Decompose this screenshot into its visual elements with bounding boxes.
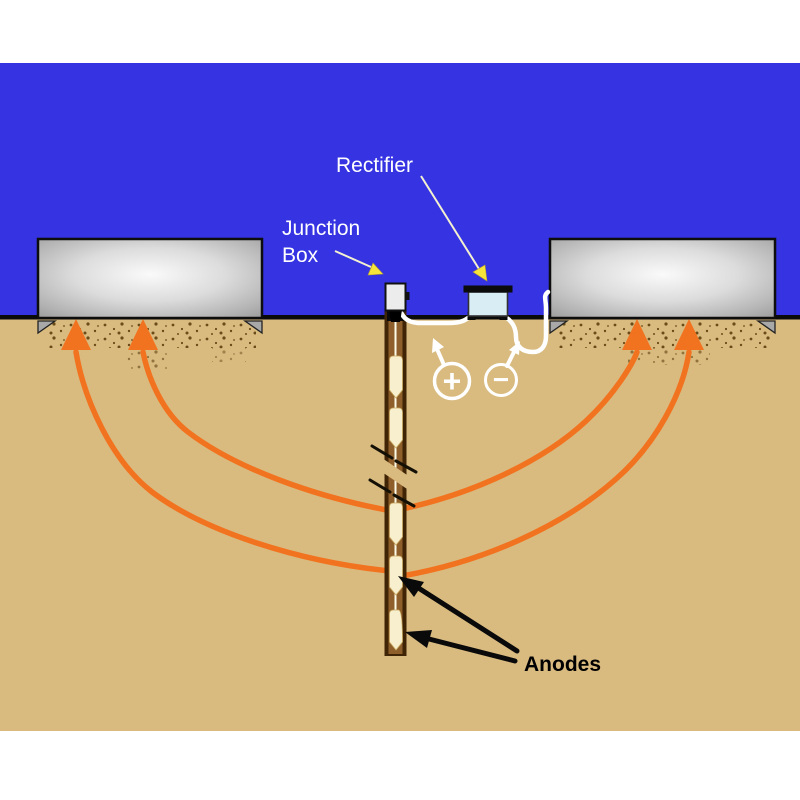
current-arrowhead-icon [128, 319, 158, 350]
junction-box-base [389, 310, 402, 322]
current-arrowhead-icon [622, 319, 652, 350]
cabling [395, 289, 551, 355]
positive-arrowhead-icon [432, 338, 444, 353]
anode-pointer-arrowhead-icon [405, 630, 432, 648]
anode-capsule [389, 555, 403, 596]
anodes-label: Anodes [524, 653, 601, 676]
rectifier-cap [463, 285, 513, 293]
junction-box-label-line1: Junction [282, 217, 360, 240]
current-path-left-inner [140, 349, 395, 514]
anode-capsule [389, 407, 403, 449]
negative-arrowhead-icon [509, 341, 520, 355]
polarity-symbols: + − [432, 338, 520, 401]
anode-string [368, 308, 418, 656]
anode-pointer-line [426, 636, 518, 664]
anode-pointers [398, 576, 520, 664]
anode-capsule [389, 609, 403, 651]
tank-footing [242, 320, 263, 335]
positive-symbol: + [443, 363, 462, 399]
anode-pointer-line [417, 586, 520, 654]
junction-pointer-arrowhead-icon [367, 262, 384, 276]
current-path-right-inner [399, 349, 640, 512]
label-pointers [334, 175, 488, 282]
wire-junction-to-rectifier [395, 302, 475, 326]
tank-right [548, 237, 777, 335]
negative-arrow [505, 350, 516, 368]
break-symbol-icon [368, 444, 418, 508]
anode-capsule [389, 502, 403, 546]
positive-circle-icon [432, 361, 472, 401]
rectifier-label: Rectifier [336, 154, 413, 177]
tank-footing [37, 320, 58, 335]
rectifier-unit [463, 285, 513, 320]
junction-pointer-line [334, 250, 372, 268]
positive-arrow [435, 347, 446, 367]
current-path-left-outer [73, 349, 393, 574]
current-paths [61, 319, 704, 579]
current-arrowhead-icon [674, 319, 704, 350]
wire-rectifier-to-tank [499, 289, 551, 355]
anode-capsule [389, 355, 403, 399]
tank-footing [755, 320, 776, 335]
junction-box [384, 282, 410, 322]
rectifier-pointer-arrowhead-icon [472, 264, 488, 282]
current-arrowhead-icon [61, 319, 91, 350]
rectifier-pointer-line [420, 175, 480, 270]
current-path-right-outer [399, 349, 692, 579]
tank-left [36, 237, 264, 335]
negative-circle-icon [484, 363, 518, 397]
anode-pointer-arrowhead-icon [398, 576, 424, 597]
negative-symbol: − [493, 364, 509, 395]
junction-box-label-line2: Box [282, 244, 319, 267]
tank-footing [549, 320, 570, 335]
rectifier-body [467, 291, 509, 317]
junction-box-knob [405, 292, 410, 300]
junction-box-body [384, 282, 407, 312]
